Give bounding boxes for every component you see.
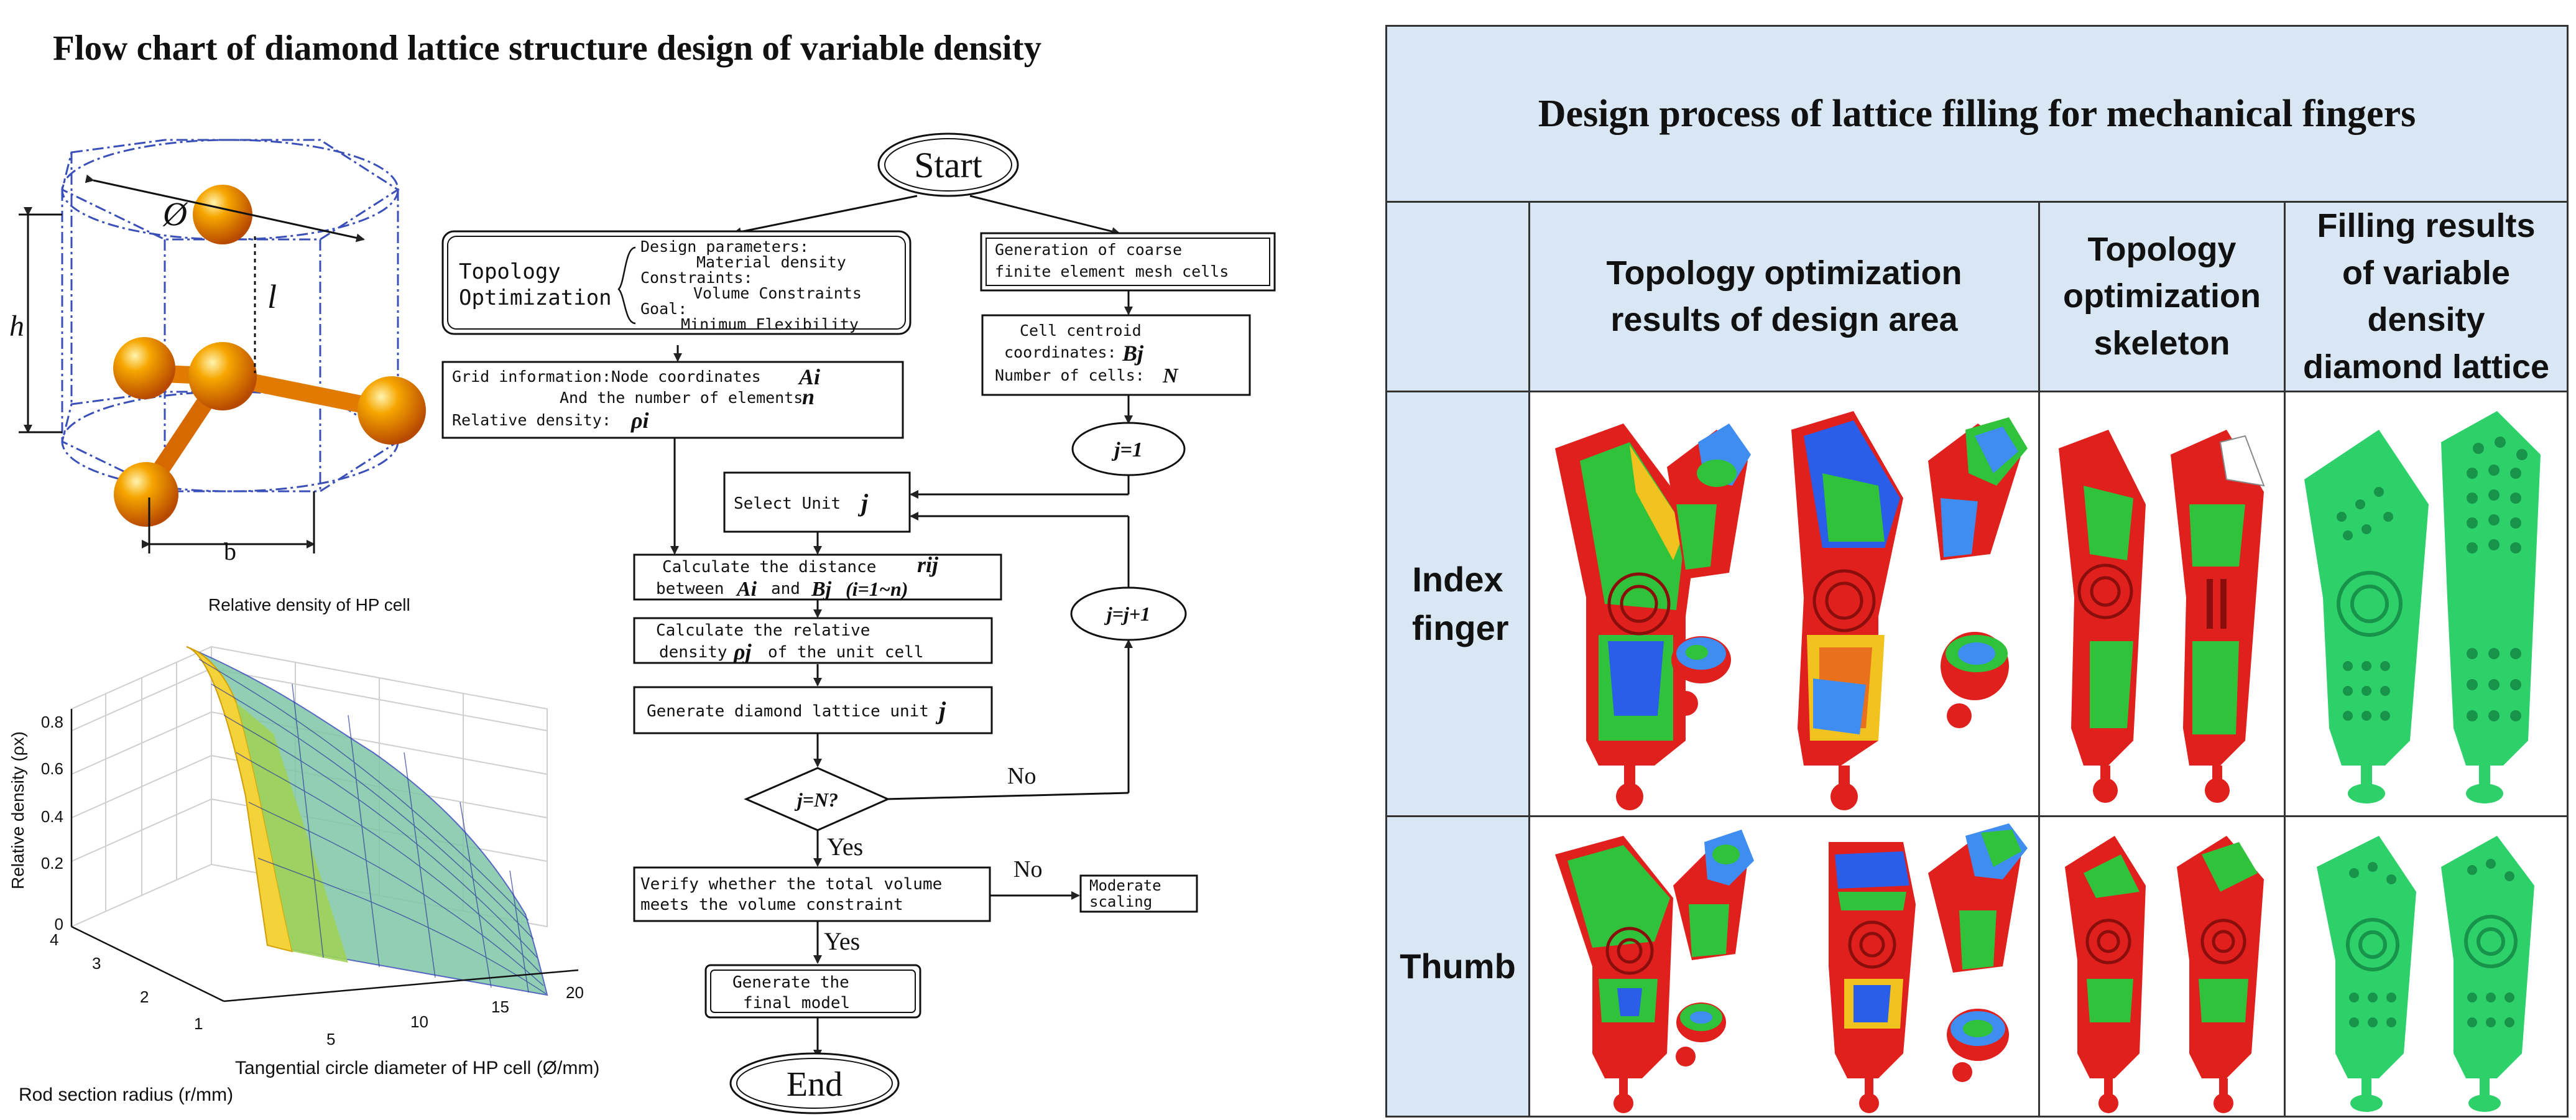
yes-label-1: Yes	[827, 833, 863, 861]
x-tick: 20	[566, 983, 584, 1002]
x-tick: 15	[491, 997, 509, 1016]
generate-unit: Generate diamond lattice unit	[647, 702, 929, 721]
topo-param-6: Minimum Flexibility	[681, 315, 859, 333]
z-tick: 0.2	[41, 854, 63, 872]
calc-distance-and: and	[771, 580, 800, 598]
thumb-topology-results-image	[1528, 815, 2040, 1118]
header-topology-results: Topology optimization results of design …	[1528, 200, 2040, 393]
grid-info-3: Relative density:	[452, 411, 611, 429]
no-label-2: No	[1013, 856, 1042, 882]
centroid-2: coordinates:	[1004, 343, 1117, 361]
index-lattice-filling-image	[2283, 391, 2569, 818]
calc-distance-b: Bj	[811, 578, 832, 601]
final-model-2: final model	[743, 994, 850, 1012]
calc-relative-tail: of the unit cell	[768, 643, 923, 662]
relative-density-surface-plot: Relative density of HP cell	[8, 595, 599, 1105]
j-increment-node: j=j+1	[1104, 603, 1150, 625]
coarse-mesh-1: Generation of coarse	[995, 241, 1182, 259]
yes-label-2: Yes	[824, 927, 860, 955]
calc-distance-1-symbol: rij	[917, 552, 939, 577]
dim-b-label: b	[224, 537, 236, 565]
z-tick: 0.4	[41, 807, 63, 826]
surface-zlabel: Relative density (ρx)	[8, 731, 27, 889]
topo-param-1: Design parameters:	[640, 238, 809, 256]
row-label-thumb: Thumb	[1385, 815, 1530, 1118]
y-tick: 1	[194, 1014, 203, 1033]
diamond-unit-cell: Ø l h b	[9, 139, 426, 565]
dim-h-label: h	[9, 310, 24, 343]
centroid-2-symbol: Bj	[1122, 341, 1144, 366]
verify-2: meets the volume constraint	[640, 896, 903, 914]
coarse-mesh-2: finite element mesh cells	[995, 262, 1229, 280]
dim-phi-label: Ø	[162, 195, 188, 233]
calc-distance-range: (i=1~n)	[846, 578, 908, 600]
topo-label-1: Topology	[459, 259, 561, 284]
centroid-3: Number of cells:	[995, 366, 1145, 384]
design-process-table: Design process of lattice filling for me…	[1385, 25, 2569, 1118]
grid-info-1: Grid information:Node coordinates	[452, 368, 761, 386]
index-topology-skeleton-image	[2038, 391, 2286, 818]
y-tick: 3	[92, 954, 101, 973]
calc-relative-symbol: ρj	[733, 639, 752, 664]
centroid-1: Cell centroid	[1020, 322, 1142, 340]
index-topology-results-image	[1528, 391, 2040, 818]
calc-distance-1: Calculate the distance	[662, 558, 876, 576]
topo-label-2: Optimization	[459, 285, 612, 310]
calc-distance-2: between	[656, 580, 724, 598]
start-node: Start	[914, 145, 982, 185]
select-unit: Select Unit	[734, 494, 841, 513]
row-label-index-finger: Index finger	[1385, 391, 1530, 818]
left-figure: Flow chart of diamond lattice structure …	[8, 29, 1276, 1114]
scaling-2: scaling	[1089, 893, 1152, 910]
header-filling-results: Filling results of variable density diam…	[2283, 200, 2569, 393]
dim-l-label: l	[267, 278, 277, 315]
calc-distance-a: Ai	[736, 578, 757, 601]
surface-xlabel: Tangential circle diameter of HP cell (Ø…	[235, 1058, 599, 1078]
grid-info-2-symbol: n	[802, 384, 815, 409]
grid-info-3-symbol: ρi	[630, 408, 649, 433]
x-tick: 10	[410, 1012, 428, 1031]
table-title: Design process of lattice filling for me…	[1385, 25, 2569, 203]
no-label-1: No	[1007, 763, 1036, 789]
calc-relative-2: density	[659, 643, 727, 662]
j-init-node: j=1	[1111, 438, 1143, 461]
end-node: End	[787, 1065, 843, 1104]
topo-param-2: Material density	[696, 253, 846, 271]
x-tick: 5	[326, 1030, 335, 1048]
header-topology-skeleton: Topology optimization skeleton	[2038, 200, 2286, 393]
surface-ylabel: Rod section radius (r/mm)	[19, 1085, 233, 1105]
grid-info-1-symbol: Ai	[798, 364, 820, 389]
z-tick: 0.8	[41, 713, 63, 731]
grid-info-2: And the number of elements	[560, 389, 803, 407]
topo-param-3: Constraints:	[640, 269, 753, 287]
verify-1: Verify whether the total volume	[640, 875, 942, 894]
final-model-1: Generate the	[732, 973, 849, 992]
calc-relative-1: Calculate the relative	[656, 621, 870, 640]
topo-param-5: Goal:	[640, 300, 687, 318]
flowchart-canvas: Ø l h b Relative density of HP cell	[8, 132, 1276, 1114]
left-title: Flow chart of diamond lattice structure …	[53, 29, 1042, 68]
y-tick: 4	[50, 930, 58, 949]
decision-node: j=N?	[794, 789, 838, 811]
y-tick: 2	[140, 988, 149, 1006]
centroid-3-symbol: N	[1162, 364, 1179, 387]
surface-plot-title: Relative density of HP cell	[208, 595, 410, 614]
z-tick: 0	[55, 915, 63, 933]
scaling-1: Moderate	[1089, 877, 1161, 894]
lattice-filling-table: Design process of lattice filling for me…	[1385, 25, 2569, 1118]
topo-param-4: Volume Constraints	[693, 284, 862, 302]
thumb-topology-skeleton-image	[2038, 815, 2286, 1118]
header-blank	[1385, 200, 1530, 393]
flowchart: Start Topology Optimization Design param…	[441, 132, 1276, 1114]
thumb-lattice-filling-image	[2283, 815, 2569, 1118]
z-tick: 0.6	[41, 759, 63, 778]
